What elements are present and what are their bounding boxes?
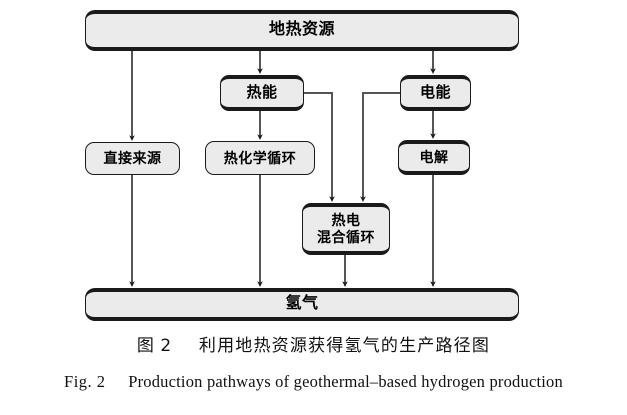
- figure-caption-chinese: 图 2 利用地热资源获得氢气的生产路径图: [0, 331, 627, 356]
- figure-caption-chinese-text: 利用地热资源获得氢气的生产路径图: [198, 336, 491, 356]
- edge-electric-energy-hybrid-cycle: [360, 92, 400, 202]
- flowchart-connectors: [129, 51, 436, 287]
- node-geothermal-resources-label: 地热资源: [268, 21, 335, 39]
- node-electric-energy[interactable]: 电能: [400, 75, 471, 111]
- node-thermochemical-cycle-label: 热化学循环: [223, 149, 297, 166]
- node-thermal-energy-label: 热能: [246, 84, 278, 102]
- node-direct-source-label: 直接来源: [103, 150, 162, 167]
- flowchart: 地热资源 热能 电能 直接来源 热化学循环 电解 热电 混合循环 氢气: [85, 10, 519, 321]
- node-electric-energy-label: 电能: [419, 84, 451, 102]
- figure-caption-english: Fig. 2 Production pathways of geothermal…: [0, 372, 627, 392]
- node-electrolysis-label: 电解: [419, 149, 449, 166]
- node-hybrid-cycle-label: 热电 混合循环: [317, 212, 375, 245]
- node-electrolysis[interactable]: 电解: [398, 140, 470, 175]
- node-hydrogen-label: 氢气: [285, 295, 319, 313]
- figure-caption-english-text: Production pathways of geothermal–based …: [128, 372, 563, 391]
- node-hydrogen[interactable]: 氢气: [85, 288, 519, 321]
- node-thermal-energy[interactable]: 热能: [220, 75, 304, 111]
- node-hybrid-cycle[interactable]: 热电 混合循环: [302, 203, 390, 255]
- node-geothermal-resources[interactable]: 地热资源: [85, 10, 519, 51]
- figure-caption-chinese-number: 图 2: [136, 336, 172, 356]
- node-direct-source[interactable]: 直接来源: [85, 142, 180, 175]
- node-thermochemical-cycle[interactable]: 热化学循环: [205, 141, 315, 175]
- edge-thermal-energy-hybrid-cycle: [304, 92, 335, 202]
- figure-caption-english-number: Fig. 2: [64, 372, 106, 391]
